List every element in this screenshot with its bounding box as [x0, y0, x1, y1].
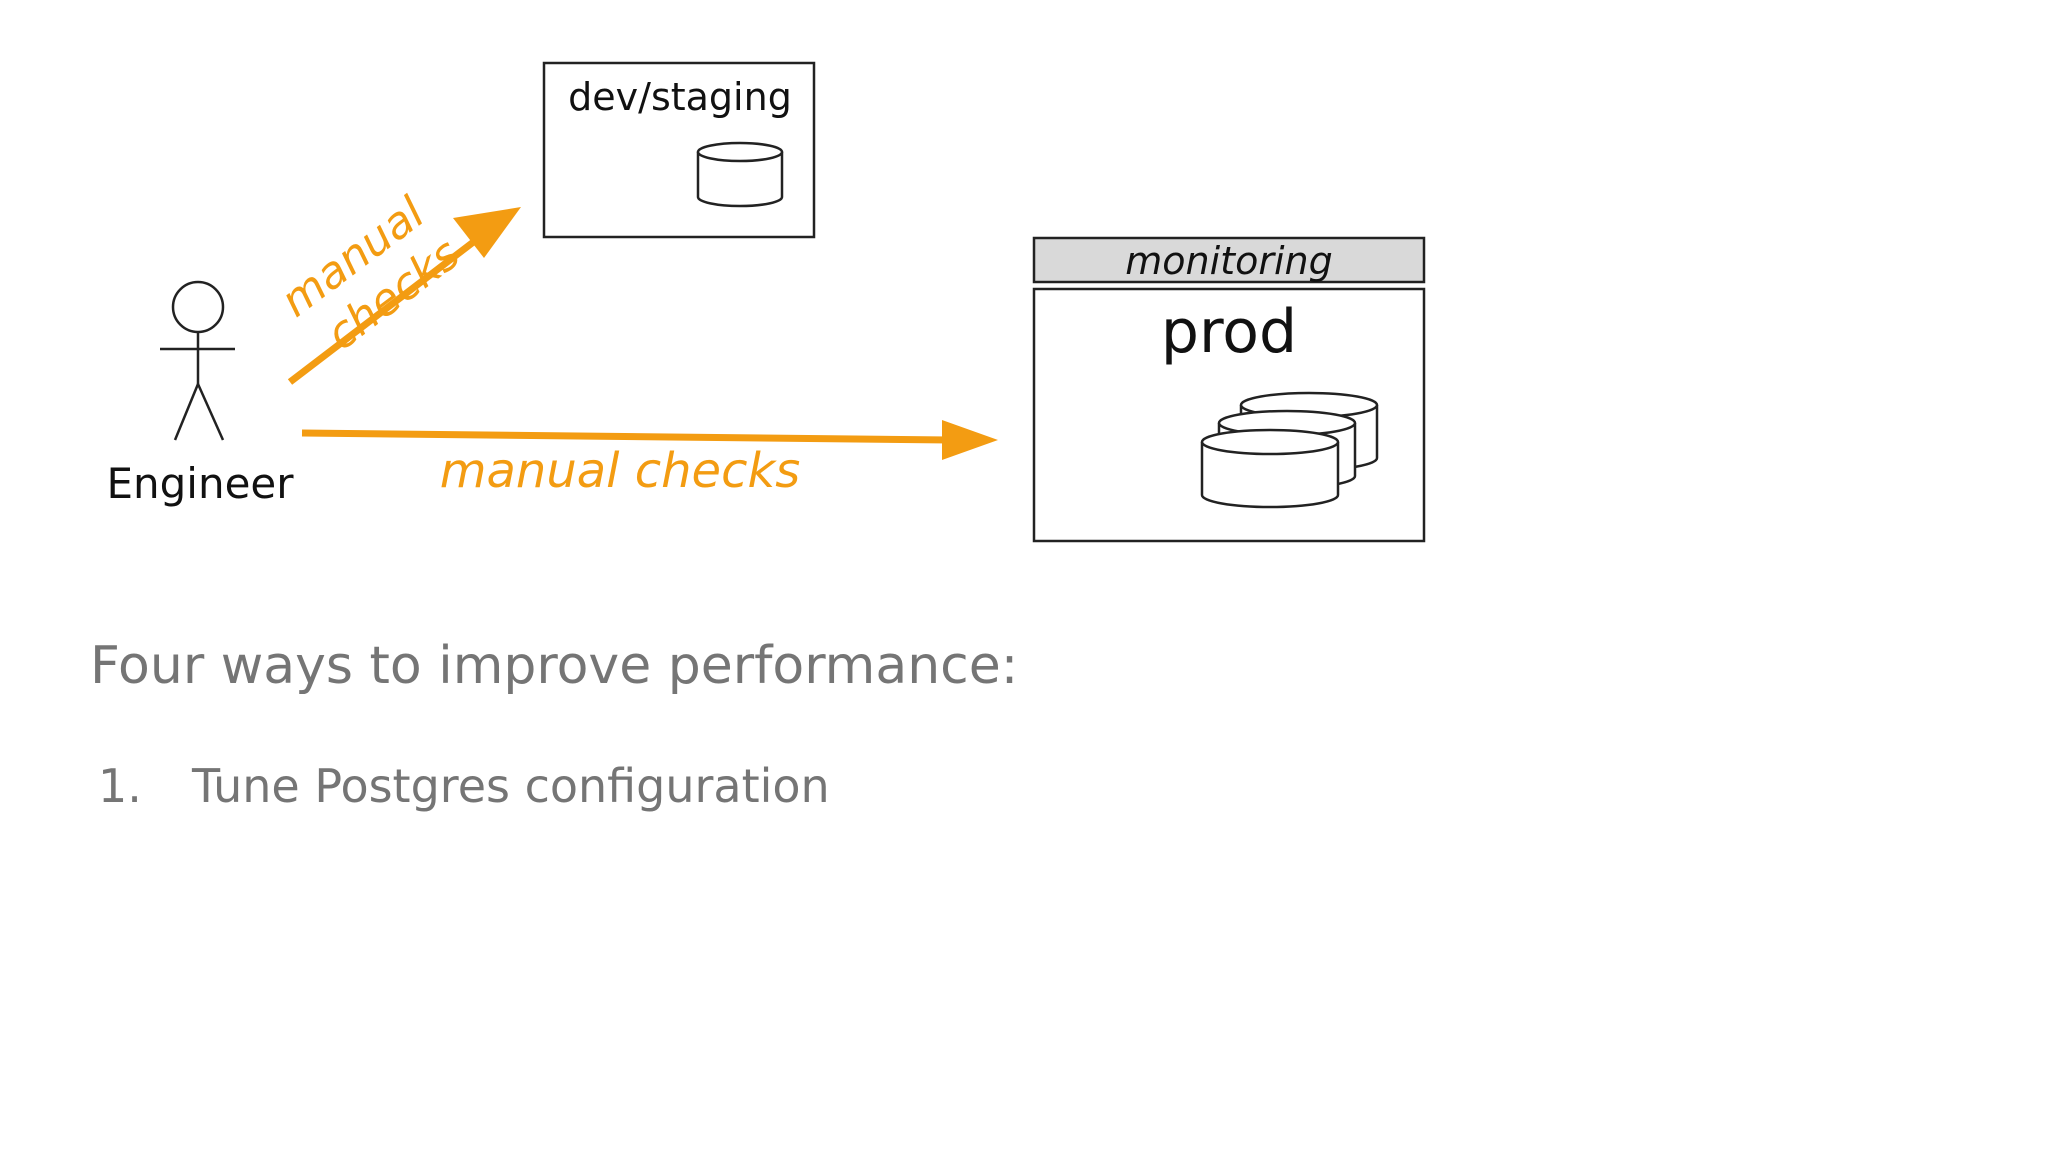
- list-item-text: Tune Postgres configuration: [192, 759, 830, 813]
- slide-heading: Four ways to improve performance:: [90, 636, 1019, 696]
- prod-label: prod: [1161, 297, 1297, 367]
- arrow-to-staging: [287, 207, 521, 385]
- staging-label: dev/staging: [568, 75, 792, 119]
- engineer-label: Engineer: [106, 459, 294, 508]
- monitoring-bar: [1032, 236, 1426, 284]
- prod-database-icon: [1200, 428, 1340, 509]
- prod-database-cluster-icon: [1200, 391, 1379, 509]
- straight-arrow-label: manual checks: [440, 443, 801, 499]
- monitoring-label: monitoring: [1125, 239, 1332, 283]
- engineer-stick-figure-icon: [160, 280, 235, 441]
- staging-database-icon: [696, 141, 784, 208]
- list-item-number: 1.: [98, 759, 142, 813]
- list-item: 1. Tune Postgres configuration: [98, 758, 830, 814]
- arrow-to-prod: [301, 420, 998, 460]
